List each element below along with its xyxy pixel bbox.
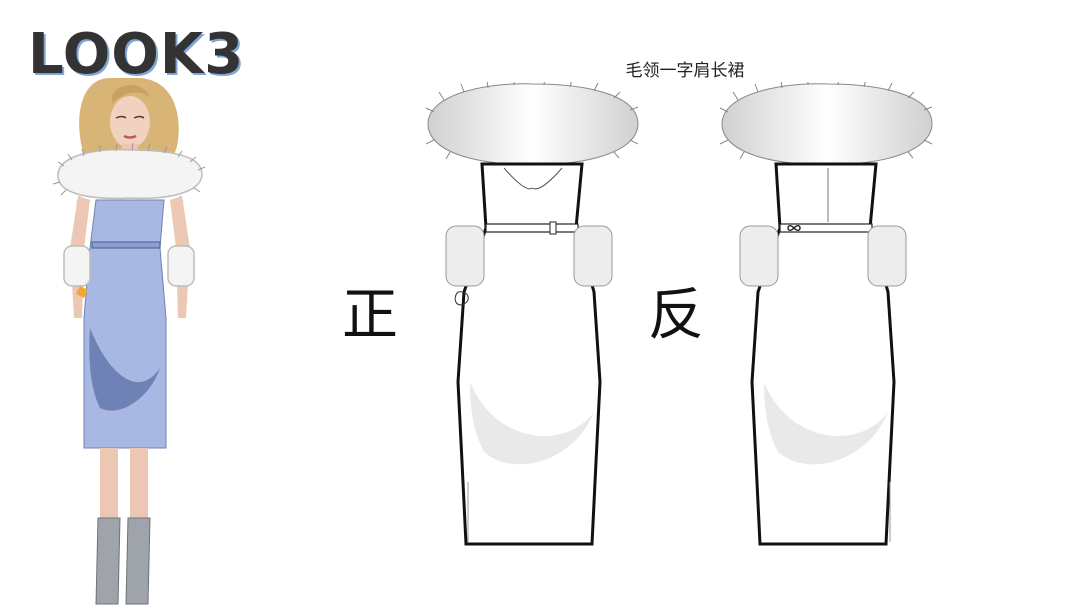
- model-illustration: [52, 78, 206, 605]
- back-flat-sketch: [719, 82, 933, 546]
- back-view-label: 反: [648, 283, 704, 348]
- front-flat-sketch: [425, 82, 639, 546]
- look-title: LOOK3: [28, 22, 245, 87]
- garment-name: 毛领一字肩长裙: [625, 61, 745, 81]
- front-view-label: 正: [342, 283, 398, 348]
